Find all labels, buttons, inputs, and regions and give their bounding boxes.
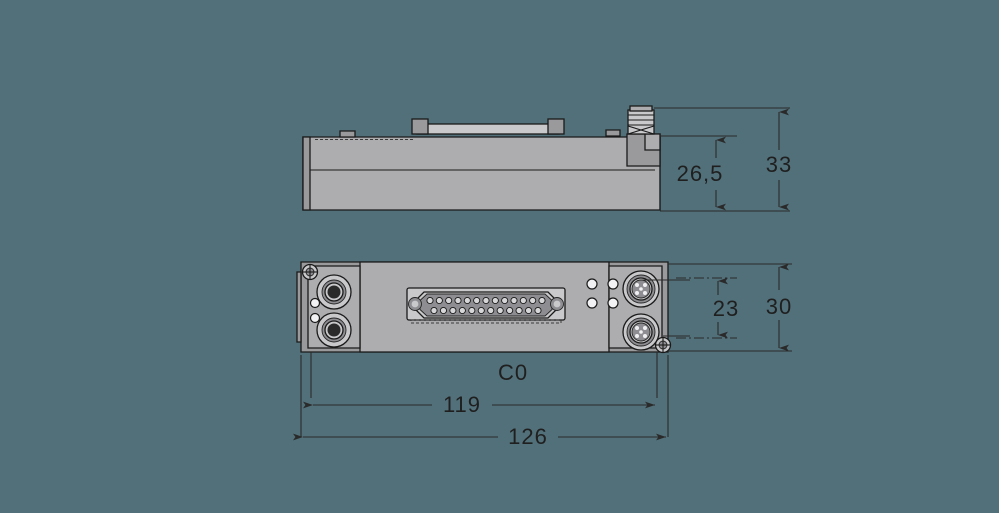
d-sub-pin bbox=[468, 306, 476, 315]
d-sub-pin bbox=[525, 306, 533, 315]
dimension-30: 30 bbox=[766, 263, 792, 352]
side-view-top-rail bbox=[416, 123, 560, 135]
d-sub-pin bbox=[435, 296, 443, 305]
d-sub-pin bbox=[426, 296, 434, 305]
dimension-126: 126 bbox=[293, 424, 666, 449]
dimension-label-30: 30 bbox=[766, 294, 792, 319]
small-led-1 bbox=[309, 297, 321, 309]
left-round-port-lower bbox=[316, 312, 352, 348]
dimension-label-26-5: 26,5 bbox=[677, 161, 724, 186]
d-sub-pin bbox=[473, 296, 481, 305]
dimension-label-119: 119 bbox=[443, 392, 481, 417]
d-sub-pin bbox=[482, 296, 490, 305]
dimension-26-5: 26,5 bbox=[677, 136, 726, 211]
d-sub-pin bbox=[477, 306, 485, 315]
side-view-left-edge bbox=[302, 136, 311, 211]
status-led-2 bbox=[607, 278, 619, 290]
d-sub-pin bbox=[538, 296, 546, 305]
dimension-119: 119 bbox=[303, 392, 655, 417]
d-sub-pin bbox=[510, 296, 518, 305]
d-sub-pin bbox=[519, 296, 527, 305]
d-sub-pin bbox=[491, 296, 499, 305]
side-view-rail-tab-left bbox=[411, 118, 429, 135]
d-sub-pin bbox=[449, 306, 457, 315]
side-view-right-tab bbox=[605, 129, 621, 137]
dimension-label-126: 126 bbox=[508, 424, 548, 449]
threaded-connector-cap bbox=[627, 105, 655, 135]
side-view-left-tab bbox=[339, 130, 356, 138]
status-led-3 bbox=[586, 297, 598, 309]
bottom-view-group: 23 30 C0 119 bbox=[293, 261, 792, 449]
dimension-23: 23 bbox=[713, 277, 739, 339]
d-sub-pin bbox=[515, 306, 523, 315]
d-sub-pin bbox=[534, 306, 542, 315]
d-sub-pin bbox=[501, 296, 509, 305]
small-led-2 bbox=[309, 312, 321, 324]
side-view-rail-tab-right bbox=[547, 118, 565, 135]
marking-label-c0: C0 bbox=[498, 360, 528, 385]
status-led-1 bbox=[586, 278, 598, 290]
dimension-label-33: 33 bbox=[766, 152, 792, 177]
d-sub-pin bbox=[506, 306, 514, 315]
m12-connector-upper bbox=[622, 270, 660, 308]
dimension-33: 33 bbox=[766, 108, 792, 211]
d-sub-pin bbox=[458, 306, 466, 315]
bottom-view-left-notch bbox=[296, 271, 302, 343]
d-sub-25-connector bbox=[406, 287, 566, 324]
d-sub-pin bbox=[496, 306, 504, 315]
d-sub-pin bbox=[445, 296, 453, 305]
d-sub-pin bbox=[529, 296, 537, 305]
d-sub-pin bbox=[439, 306, 448, 315]
m12-connector-lower bbox=[622, 313, 660, 351]
d-sub-pin bbox=[454, 296, 462, 305]
side-view-group: 26,5 33 bbox=[302, 105, 792, 212]
status-led-4 bbox=[607, 297, 619, 309]
d-sub-pin bbox=[487, 306, 495, 315]
d-sub-pin-array bbox=[426, 296, 546, 315]
d-sub-pin bbox=[463, 296, 471, 305]
dimension-label-23: 23 bbox=[713, 296, 739, 321]
mounting-hole-right bbox=[654, 336, 672, 354]
side-view-step-inner bbox=[644, 133, 661, 151]
side-view-body bbox=[302, 136, 661, 211]
left-round-port-upper bbox=[316, 274, 352, 310]
mounting-hole-left bbox=[301, 263, 319, 281]
d-sub-pin bbox=[430, 306, 438, 315]
